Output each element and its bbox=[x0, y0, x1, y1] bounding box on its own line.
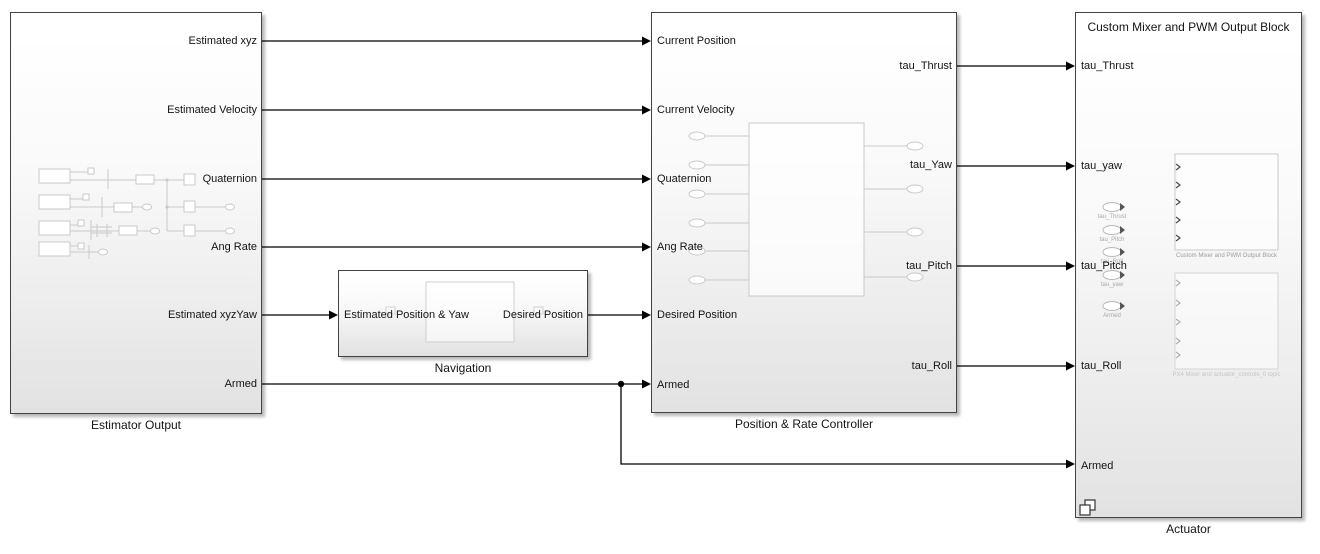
port-label-tau-roll-out: tau_Roll bbox=[911, 360, 952, 372]
actuator-inner-title: Custom Mixer and PWM Output Block bbox=[1087, 20, 1290, 34]
port-label-estimated-xyz: Estimated xyz bbox=[188, 35, 257, 47]
arrowhead bbox=[1066, 361, 1075, 371]
port-label-estimated-xyzyaw: Estimated xyzYaw bbox=[167, 309, 257, 321]
port-label-armed-actuator-in: Armed bbox=[1081, 460, 1114, 472]
preview-signal-tau-roll: tau_Roll bbox=[1100, 259, 1123, 265]
port-label-current-velocity: Current Velocity bbox=[657, 104, 735, 116]
arrowhead bbox=[1066, 61, 1075, 71]
port-label-quaternion-out: Quaternion bbox=[202, 173, 257, 185]
block-name-estimator-output[interactable]: Estimator Output bbox=[90, 418, 182, 432]
preview-signal-tau-pitch: tau_Pitch bbox=[1099, 237, 1125, 243]
preview-caption-px4: PX4 Mixer and actuator_controls_0 topic bbox=[1172, 372, 1281, 378]
port-label-tau-pitch-in: tau_Pitch bbox=[1081, 260, 1127, 272]
port-label-estimated-position-yaw: Estimated Position & Yaw bbox=[344, 309, 469, 321]
preview-signal-armed: Armed bbox=[1103, 313, 1121, 319]
port-label-tau-thrust-in: tau_Thrust bbox=[1081, 60, 1134, 72]
preview-signal-tau-yaw: tau_yaw bbox=[1100, 282, 1124, 288]
arrowhead bbox=[1066, 459, 1075, 469]
port-label-desired-position-in: Desired Position bbox=[657, 309, 738, 321]
branch-point-armed bbox=[617, 380, 625, 388]
arrowhead bbox=[642, 105, 651, 115]
arrowhead bbox=[642, 310, 651, 320]
port-label-armed-in: Armed bbox=[657, 379, 690, 391]
port-label-current-position: Current Position bbox=[657, 35, 736, 47]
block-name-navigation[interactable]: Navigation bbox=[434, 361, 492, 375]
arrowhead bbox=[1066, 161, 1075, 171]
port-label-estimated-velocity: Estimated Velocity bbox=[167, 104, 257, 116]
preview-caption-mixer: Custom Mixer and PWM Output Block bbox=[1175, 253, 1278, 259]
arrowhead bbox=[642, 379, 651, 389]
port-label-armed-out: Armed bbox=[224, 378, 257, 390]
arrowhead bbox=[642, 36, 651, 46]
port-label-tau-roll-in: tau_Roll bbox=[1081, 360, 1122, 372]
block-name-position-rate-controller[interactable]: Position & Rate Controller bbox=[734, 417, 874, 431]
arrowhead bbox=[1066, 261, 1075, 271]
port-label-tau-yaw-out: tau_Yaw bbox=[910, 159, 952, 171]
port-label-tau-pitch-out: tau_Pitch bbox=[906, 260, 952, 272]
preview-signal-tau-thrust: tau_Thrust bbox=[1097, 214, 1127, 220]
port-label-ang-rate-out: Ang Rate bbox=[211, 241, 257, 253]
port-label-desired-position-out: Desired Position bbox=[502, 309, 583, 321]
signal-armed-to-actuator[interactable] bbox=[620, 384, 1067, 465]
port-label-quaternion-in: Quaternion bbox=[657, 173, 712, 185]
port-label-tau-thrust-out: tau_Thrust bbox=[899, 60, 952, 72]
block-name-actuator[interactable]: Actuator bbox=[1166, 522, 1211, 536]
port-label-tau-yaw-in: tau_yaw bbox=[1081, 160, 1122, 172]
arrowhead bbox=[642, 174, 651, 184]
arrowhead bbox=[642, 242, 651, 252]
arrowhead bbox=[329, 310, 338, 320]
port-label-ang-rate-in: Ang Rate bbox=[657, 241, 703, 253]
